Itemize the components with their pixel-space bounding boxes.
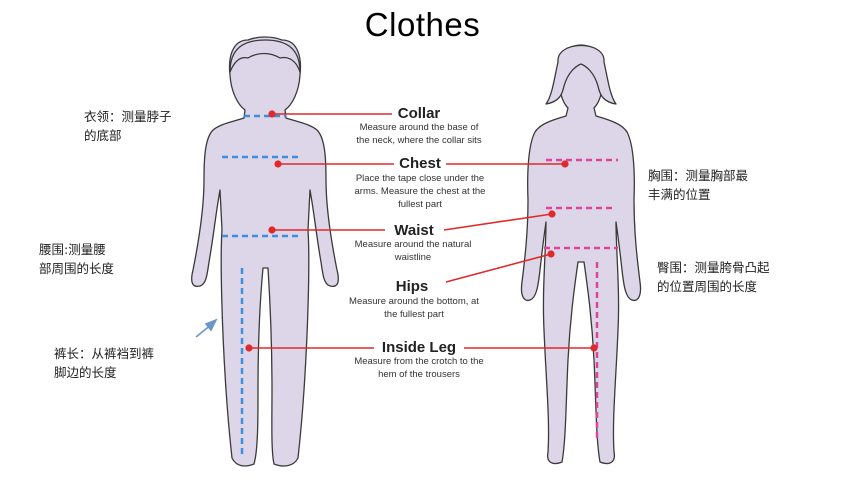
page-title: Clothes xyxy=(364,6,481,43)
waist-description: Measure around the natural waistline xyxy=(354,239,472,263)
female-hair xyxy=(545,44,617,105)
male-silhouette xyxy=(191,36,339,467)
chest-description: Place the tape close under the arms. Mea… xyxy=(354,173,486,210)
collar-note: 衣领：测量脖子 的底部 xyxy=(84,109,172,143)
chest-note: 胸围：测量胸部最 丰满的位置 xyxy=(648,168,749,202)
collar-heading: Collar xyxy=(397,105,441,122)
waist-note: 腰围:测量腰 部周围的长度 xyxy=(39,242,115,276)
inside-leg-heading: Inside Leg xyxy=(381,339,457,356)
hips-heading: Hips xyxy=(395,278,429,295)
chest-heading: Chest xyxy=(399,155,441,172)
male-tape-lines xyxy=(222,114,300,458)
pointer-lines xyxy=(245,110,598,352)
female-figure xyxy=(520,44,642,465)
waist-heading: Waist xyxy=(394,222,434,239)
female-silhouette xyxy=(520,44,642,465)
collar-description: Measure around the base of the neck, whe… xyxy=(356,122,482,146)
male-hair xyxy=(229,39,301,73)
hips-pointer xyxy=(445,253,552,283)
female-tape-lines xyxy=(544,158,618,442)
inside-leg-description: Measure from the crotch to the hem of th… xyxy=(354,356,484,380)
arrow-icon xyxy=(195,318,218,338)
waist-pointer-female xyxy=(443,213,553,231)
inside-leg-note: 裤长：从裤裆到裤 脚边的长度 xyxy=(54,346,155,380)
hips-description: Measure around the bottom, at the fulles… xyxy=(349,296,479,320)
hips-note: 臀围：测量胯骨凸起 的位置周围的长度 xyxy=(657,260,770,294)
male-figure xyxy=(191,36,339,467)
